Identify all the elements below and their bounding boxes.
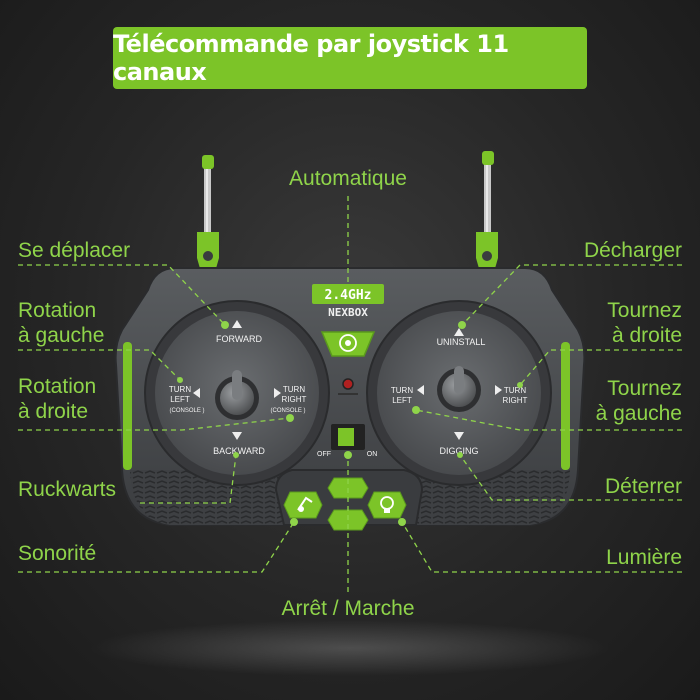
right-turn-right-2: RIGHT: [503, 396, 528, 405]
right-uninstall-label: UNINSTALL: [437, 337, 486, 347]
label-rotation-gauche: Rotation à gauche: [18, 299, 105, 347]
label-ruckwarts: Ruckwarts: [18, 478, 117, 501]
left-backward-label: BACKWARD: [213, 446, 265, 456]
left-turn-right-2: RIGHT: [282, 395, 307, 404]
arrow-up-icon: [232, 320, 242, 328]
light-button[interactable]: [367, 491, 407, 519]
leader-rotation-droite: [18, 417, 291, 431]
arrow-left-icon: [193, 388, 200, 398]
leader-deterrer: [459, 454, 682, 501]
switch-off-label: OFF: [317, 451, 331, 458]
label-se-deplacer: Se déplacer: [18, 239, 131, 262]
label-tournez-gauche: Tournez à gauche: [595, 377, 682, 425]
label-arret-marche: Arrêt / Marche: [281, 597, 415, 620]
left-turn-right-3: (CONSOLE ): [270, 408, 305, 414]
frequency-text: 2.4GHz: [325, 288, 372, 303]
label-deterrer: Déterrer: [604, 475, 682, 498]
gear-icon: [339, 334, 357, 352]
title-banner: Télécommande par joystick 11 canaux: [113, 27, 587, 89]
left-tread: [130, 470, 300, 525]
arrow-left-icon: [417, 385, 424, 395]
right-side-light: [561, 342, 570, 470]
power-switch[interactable]: [331, 424, 365, 450]
label-tournez-droite: Tournez à droite: [607, 299, 682, 347]
right-antenna: [476, 151, 498, 272]
left-joystick-pad[interactable]: [144, 300, 330, 486]
switch-on-label: ON: [367, 451, 378, 458]
arrow-right-icon: [495, 385, 502, 395]
leader-lines: [18, 196, 682, 592]
automatic-button[interactable]: [320, 331, 376, 357]
label-decharger: Décharger: [583, 239, 682, 262]
label-lumiere: Lumière: [606, 546, 682, 569]
power-led: [342, 378, 354, 390]
page-title: Télécommande par joystick 11 canaux: [113, 30, 509, 86]
left-turn-left-2: LEFT: [170, 395, 190, 404]
leader-se-deplacer: [18, 264, 226, 326]
arrow-right-icon: [274, 388, 281, 398]
arrow-down-icon: [232, 432, 242, 440]
label-rotation-droite: Rotation à droite: [18, 375, 97, 423]
leader-lumiere: [401, 521, 682, 573]
arrow-down-icon: [454, 432, 464, 440]
left-forward-label: FORWARD: [216, 334, 262, 344]
leader-sonorite: [18, 521, 295, 573]
leader-tournez-droite: [519, 349, 682, 386]
leader-ruckwarts: [140, 454, 237, 504]
frequency-badge: [312, 284, 384, 304]
right-turn-left-1: TURN: [391, 386, 413, 395]
brand-text: NEXBOX: [328, 306, 368, 319]
sound-button[interactable]: [283, 491, 323, 519]
right-joystick-pad[interactable]: [366, 300, 552, 486]
leader-tournez-gauche: [415, 409, 682, 431]
left-turn-right-1: TURN: [283, 385, 305, 394]
label-sonorite: Sonorité: [18, 542, 97, 565]
left-turn-left-3: (CONSOLE ): [169, 408, 204, 414]
label-automatique: Automatique: [289, 167, 407, 190]
arrow-up-icon: [454, 328, 464, 336]
leader-dots: [177, 321, 523, 526]
leader-decharger: [461, 264, 682, 326]
floor-glow: [90, 620, 610, 676]
right-digging-label: DIGGING: [439, 446, 478, 456]
left-side-light: [123, 342, 132, 470]
right-turn-right-1: TURN: [504, 386, 526, 395]
right-turn-left-2: LEFT: [392, 396, 412, 405]
horn-icon: [297, 496, 313, 511]
left-antenna: [197, 155, 219, 272]
left-turn-left-1: TURN: [169, 385, 191, 394]
